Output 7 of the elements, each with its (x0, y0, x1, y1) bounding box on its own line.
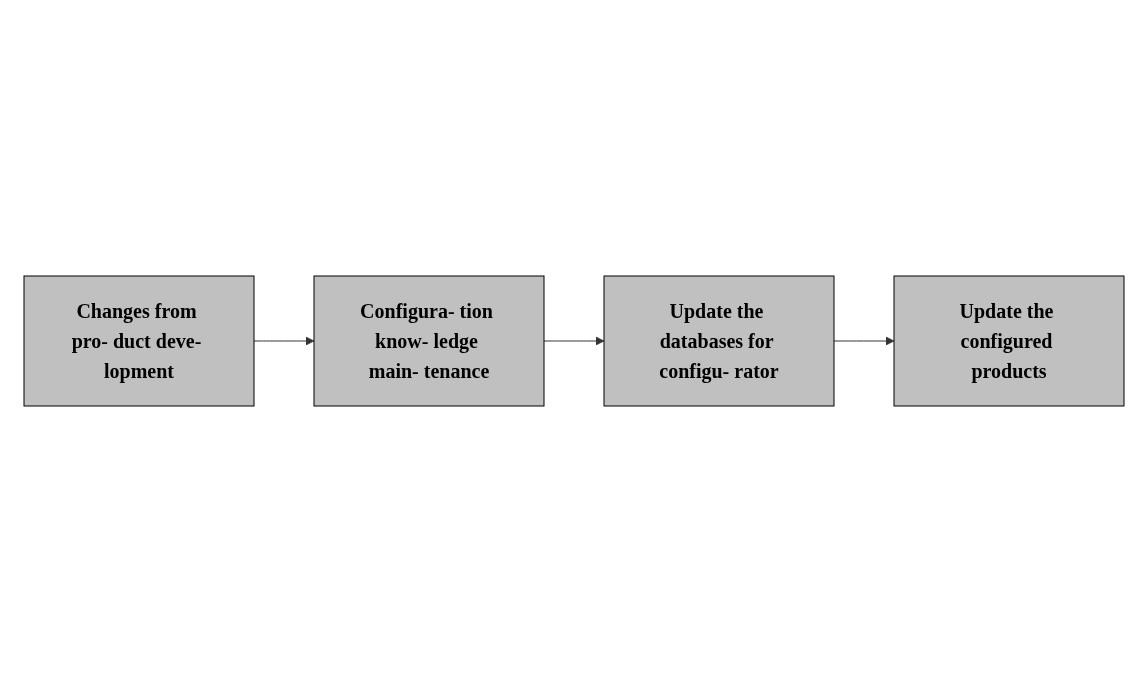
arrow (543, 336, 605, 346)
node-box: Changes from pro- duct deve- lopment (23, 275, 255, 407)
node-box: Update the configured products (893, 275, 1125, 407)
node-box: Update the databases for configu- rator (603, 275, 835, 407)
node-box: Configura- tion know- ledge main- tenance (313, 275, 545, 407)
arrow (833, 336, 895, 346)
arrow (253, 336, 315, 346)
